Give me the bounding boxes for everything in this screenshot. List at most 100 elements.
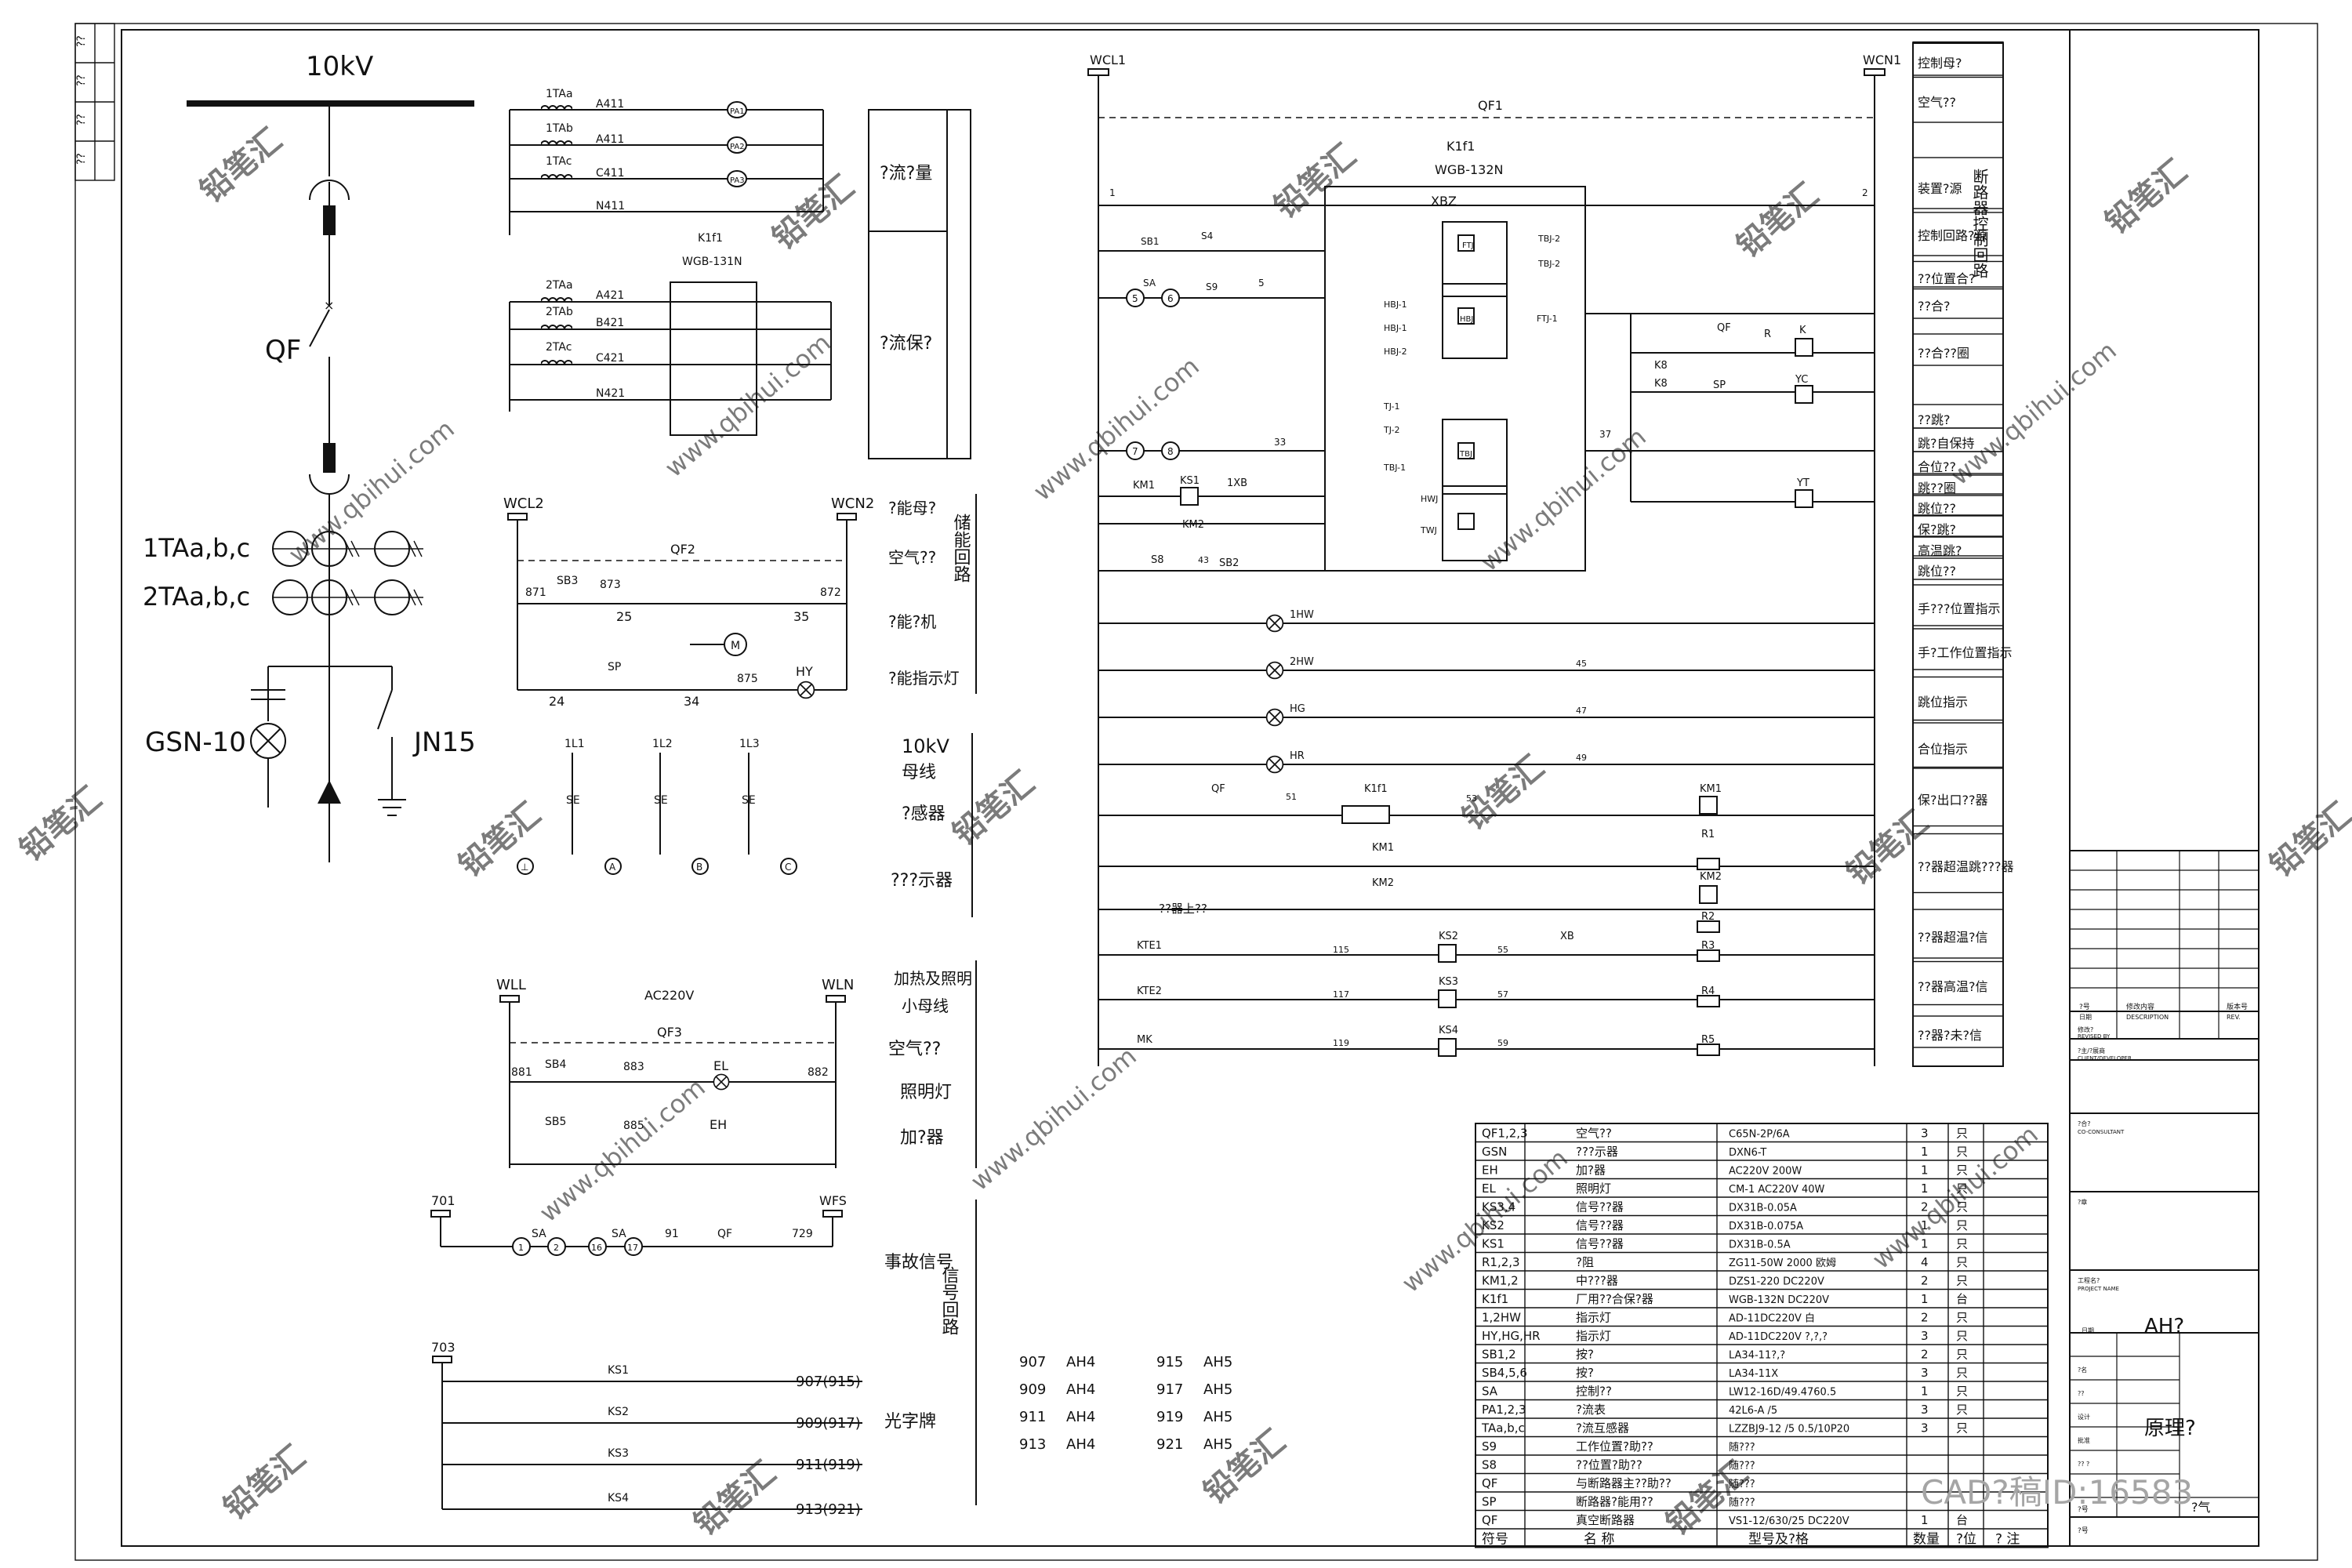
svg-text:1: 1 bbox=[1109, 187, 1116, 198]
bom-cell: 1 bbox=[1921, 1385, 1929, 1399]
bom-header-cell: ? 注 bbox=[1995, 1532, 2020, 1548]
bom-cell: 加?器 bbox=[1576, 1163, 1606, 1178]
bom-header-cell: 型号及?格 bbox=[1748, 1532, 1809, 1548]
svg-text:铅笔汇: 铅笔汇 bbox=[1730, 176, 1825, 264]
svg-text:?? ?: ?? ? bbox=[2078, 1461, 2089, 1468]
frame-strip-3: ?? bbox=[75, 114, 88, 125]
svg-text:WLL: WLL bbox=[496, 977, 526, 993]
bom-cell: 2 bbox=[1921, 1348, 1929, 1362]
svg-text:PA1: PA1 bbox=[730, 107, 745, 116]
frame-strip-4: ?? bbox=[75, 153, 88, 165]
svg-text:www.qbihui.com: www.qbihui.com bbox=[283, 414, 460, 569]
svg-text:日期: 日期 bbox=[2082, 1327, 2094, 1334]
svg-text:?主/?展商: ?主/?展商 bbox=[2078, 1047, 2105, 1054]
svg-text:批准: 批准 bbox=[2078, 1436, 2090, 1444]
svg-text:铅笔汇: 铅笔汇 bbox=[194, 122, 289, 209]
wire-a411b: A411 bbox=[596, 133, 624, 146]
svg-text:SB5: SB5 bbox=[545, 1116, 566, 1128]
svg-text:33: 33 bbox=[1274, 437, 1286, 448]
bom-cell: 只 bbox=[1956, 1163, 1968, 1178]
bom-cell: DZS1-220 DC220V bbox=[1729, 1276, 1824, 1288]
svg-text:铅笔汇: 铅笔汇 bbox=[688, 1454, 782, 1542]
svg-text:KM2: KM2 bbox=[1182, 519, 1204, 531]
svg-text:YC: YC bbox=[1795, 374, 1808, 386]
svg-text:铅笔汇: 铅笔汇 bbox=[1840, 804, 1935, 891]
svg-text:1L3: 1L3 bbox=[739, 738, 760, 750]
lamp-1hw: 1HW bbox=[1290, 609, 1314, 621]
cad-id-watermark: CAD?稿ID:16583 bbox=[1921, 1473, 2193, 1512]
svg-text:AH4: AH4 bbox=[1066, 1409, 1095, 1425]
bom-frame bbox=[1475, 1123, 2049, 1548]
svg-text:KS2: KS2 bbox=[608, 1406, 629, 1418]
bom-cell: QF1,2,3 bbox=[1482, 1127, 1528, 1141]
bom-cell: DX31B-0.075A bbox=[1729, 1221, 1803, 1232]
svg-text:?气: ?气 bbox=[2191, 1500, 2211, 1515]
bom-cell: 3 bbox=[1921, 1366, 1929, 1380]
svg-text:WLN: WLN bbox=[822, 977, 854, 993]
svg-text:HBJ-1: HBJ-1 bbox=[1384, 299, 1407, 310]
svg-text:www.qbihui.com: www.qbihui.com bbox=[1945, 336, 2122, 491]
watermark-layer: 铅笔汇 铅笔汇 铅笔汇 铅笔汇 铅笔汇 铅笔汇 铅笔汇 铅笔汇 铅笔汇 铅笔汇 … bbox=[13, 122, 2352, 1542]
bom-cell: GSN bbox=[1482, 1145, 1507, 1159]
lower-control-rungs: QF K1f1 KM1 KM2 KM1 KM2 R1 R2 R3 R4 R5 K… bbox=[1098, 783, 1875, 1057]
breaker-qf-blade bbox=[309, 309, 330, 347]
svg-text:R1: R1 bbox=[1701, 829, 1715, 840]
svg-text:SE: SE bbox=[566, 794, 580, 807]
bom-cell: 信号??器 bbox=[1576, 1200, 1624, 1214]
bom-cell: 1 bbox=[1921, 1218, 1929, 1232]
svg-text:16: 16 bbox=[591, 1243, 602, 1253]
svg-text:871: 871 bbox=[525, 586, 546, 599]
wire-a421: A421 bbox=[596, 289, 624, 302]
upper-isolator bbox=[323, 205, 336, 235]
bom-cell: 真空断路器 bbox=[1576, 1513, 1635, 1527]
bom-cell: 1,2HW bbox=[1482, 1311, 1521, 1325]
svg-text:KM1: KM1 bbox=[1372, 842, 1394, 854]
bom-cell: SP bbox=[1482, 1495, 1497, 1509]
svg-text:QF1: QF1 bbox=[1478, 98, 1503, 113]
ct-1taa: 1TAa bbox=[546, 88, 573, 100]
svg-text:6: 6 bbox=[1167, 293, 1174, 304]
svg-text:K8: K8 bbox=[1654, 378, 1668, 390]
svg-text:919: 919 bbox=[1156, 1409, 1183, 1425]
svg-text:AH4: AH4 bbox=[1066, 1381, 1095, 1398]
svg-text:DESCRIPTION: DESCRIPTION bbox=[2126, 1014, 2169, 1021]
bom-cell: 与断路器主??助?? bbox=[1576, 1476, 1671, 1490]
svg-text:SA: SA bbox=[532, 1228, 546, 1240]
svg-text:909: 909 bbox=[1019, 1381, 1046, 1398]
bom-cell: LW12-16D/49.4760.5 bbox=[1729, 1387, 1836, 1399]
svg-text:913: 913 bbox=[1019, 1436, 1046, 1453]
svg-text:SP: SP bbox=[608, 661, 621, 673]
wire-c411: C411 bbox=[596, 167, 625, 180]
svg-text:KM2: KM2 bbox=[1700, 871, 1722, 883]
svg-text:909(917): 909(917) bbox=[796, 1415, 861, 1432]
svg-text:TBJ-2: TBJ-2 bbox=[1537, 234, 1560, 244]
svg-text:www.qbihui.com: www.qbihui.com bbox=[1028, 351, 1205, 506]
function-label: 控制回路?源 bbox=[1918, 228, 1987, 243]
bom-cell: QF bbox=[1482, 1476, 1497, 1490]
frame-strip-2: ?? bbox=[75, 74, 88, 86]
svg-text:R: R bbox=[1764, 328, 1771, 340]
title-block: ?号 日期 修改内容 DESCRIPTION 版本号 REV. 修改? REVI… bbox=[1921, 850, 2259, 1535]
bom-cell: S8 bbox=[1482, 1458, 1497, 1472]
bom-cell: 只 bbox=[1956, 1385, 1968, 1399]
svg-text:KM1: KM1 bbox=[1700, 783, 1722, 795]
svg-text:915: 915 bbox=[1156, 1354, 1183, 1370]
function-label: 高温跳? bbox=[1918, 543, 1962, 558]
storage-label-3: ?能指示灯 bbox=[888, 669, 960, 688]
label-light-panel: 光字牌 bbox=[884, 1412, 936, 1432]
bom-cell: ??位置?助?? bbox=[1576, 1458, 1642, 1472]
svg-text:?合?: ?合? bbox=[2078, 1120, 2091, 1127]
svg-text:701: 701 bbox=[431, 1193, 456, 1208]
svg-text:QF3: QF3 bbox=[657, 1025, 682, 1040]
function-label: ??器超温?信 bbox=[1918, 930, 1987, 945]
svg-text:XBZ: XBZ bbox=[1431, 194, 1457, 209]
svg-text:907(915): 907(915) bbox=[796, 1374, 861, 1390]
function-label: 保?跳? bbox=[1918, 522, 1956, 537]
svg-text:WCN1: WCN1 bbox=[1863, 53, 1901, 67]
svg-text:C: C bbox=[785, 862, 791, 873]
svg-text:铅笔汇: 铅笔汇 bbox=[452, 796, 547, 884]
svg-text:51: 51 bbox=[1286, 792, 1297, 802]
bom-cell: EH bbox=[1482, 1163, 1498, 1178]
relay-wgb131n bbox=[670, 281, 757, 436]
